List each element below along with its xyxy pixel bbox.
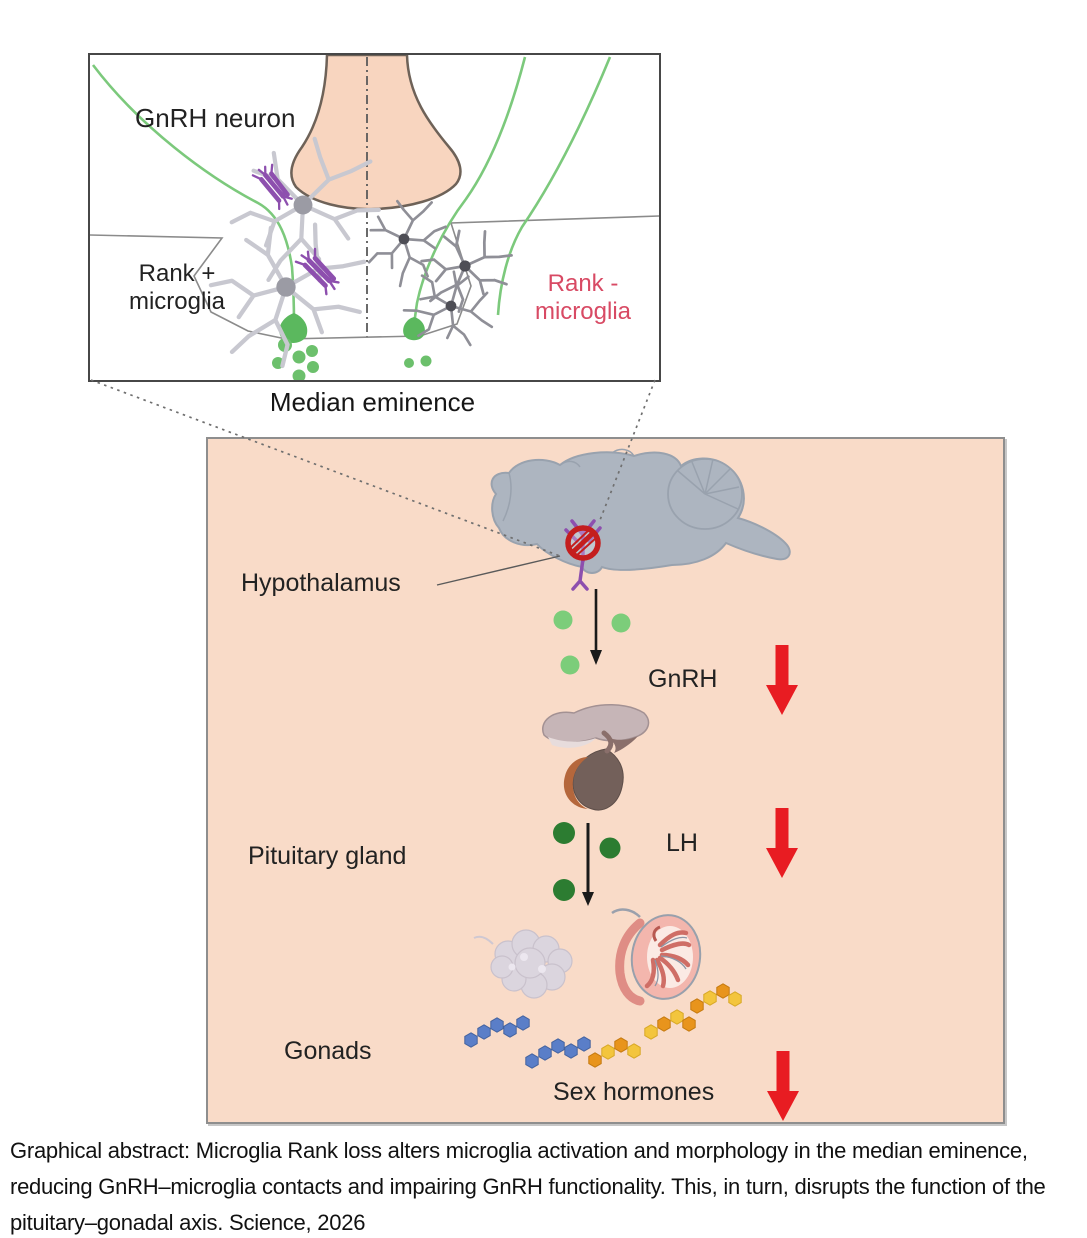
pituitary-gland-label: Pituitary gland <box>248 842 407 870</box>
hpg-axis-artwork <box>436 448 799 1121</box>
lh-label: LH <box>666 829 698 857</box>
median-eminence-inset: GnRH neuron Rank + microglia Rank - micr… <box>88 53 661 382</box>
no-entry-icon <box>565 525 601 561</box>
gnrh-secretion-dots <box>272 338 432 380</box>
median-eminence-artwork <box>90 55 659 380</box>
testis-illustration <box>611 908 702 1006</box>
third-ventricle-shape <box>290 55 462 211</box>
gonads-label: Gonads <box>284 1037 372 1065</box>
hpg-axis-panel: Hypothalamus GnRH Pituitary gland LH Gon… <box>206 437 1005 1124</box>
gnrh-label: GnRH <box>648 665 718 693</box>
sex-hormones-label: Sex hormones <box>553 1078 715 1106</box>
gnrh-release-arrow <box>590 589 602 665</box>
hypothalamus-label: Hypothalamus <box>241 569 401 597</box>
gnrh-dots <box>553 610 631 675</box>
gnrh-neuron-label: GnRH neuron <box>135 103 296 133</box>
median-eminence-label: Median eminence <box>269 387 476 417</box>
rank-positive-label: Rank + microglia <box>128 260 226 316</box>
brain-illustration <box>490 448 791 574</box>
sex-hormones-decrease-arrow-icon <box>767 1051 799 1121</box>
gnrh-terminal-boutons <box>279 313 425 343</box>
lh-decrease-arrow-icon <box>766 808 798 878</box>
lh-release-arrow <box>582 823 594 906</box>
hypothalamus-pointer-line <box>436 555 561 586</box>
rank-negative-label: Rank - microglia <box>534 270 632 326</box>
pituitary-illustration <box>542 704 650 811</box>
figure-caption: Graphical abstract: Microglia Rank loss … <box>10 1138 1046 1235</box>
blue-hormone-molecules <box>464 1015 591 1069</box>
gnrh-decrease-arrow-icon <box>766 645 798 715</box>
ovary-illustration <box>473 929 573 999</box>
lh-dots <box>553 822 621 901</box>
